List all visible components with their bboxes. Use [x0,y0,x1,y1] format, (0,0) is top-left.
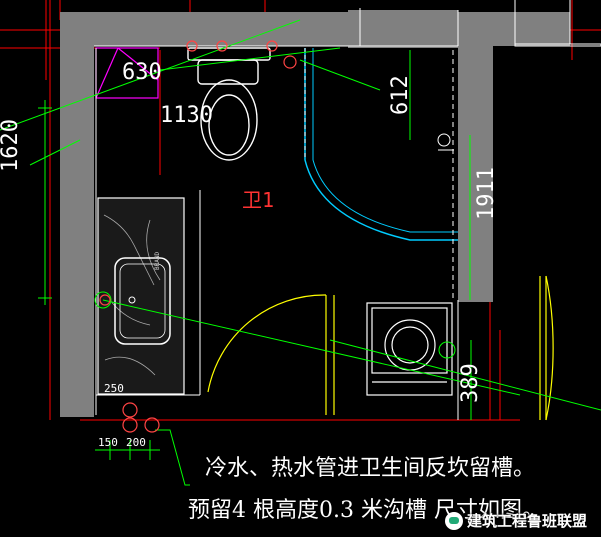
vanity-counter [97,197,185,395]
watermark: 建筑工程鲁班联盟 [444,510,587,531]
dimension-612: 612 [388,75,413,115]
dimension-lines [0,19,601,486]
note-line-1: 冷水、热水管进卫生间反坎留槽。 [205,456,536,481]
dimension-150: 150 [98,436,118,449]
walls [60,10,570,417]
dimension-1911: 1911 [474,167,499,220]
room-label: 卫1 [242,188,275,212]
pipe-markers [99,40,297,433]
note-line-2: 预留4 根高度0.3 米沟槽 尺寸如图。 [188,498,544,523]
basin-brand-label: BRAND [154,251,161,270]
dimension-250: 250 [104,382,124,395]
wechat-logo-icon [444,511,463,530]
doors [207,275,554,421]
toilet [187,47,271,161]
dimension-200: 200 [126,436,146,449]
room-outline [95,48,459,420]
dimension-389: 389 [458,363,483,403]
dimension-630: 630 [122,60,162,85]
shower-enclosure [304,48,458,300]
washing-machine [366,302,453,396]
dimension-1130: 1130 [160,103,213,128]
wall-outline [94,0,601,47]
watermark-text: 建筑工程鲁班联盟 [466,512,587,530]
dimension-1620: 1620 [0,119,23,172]
